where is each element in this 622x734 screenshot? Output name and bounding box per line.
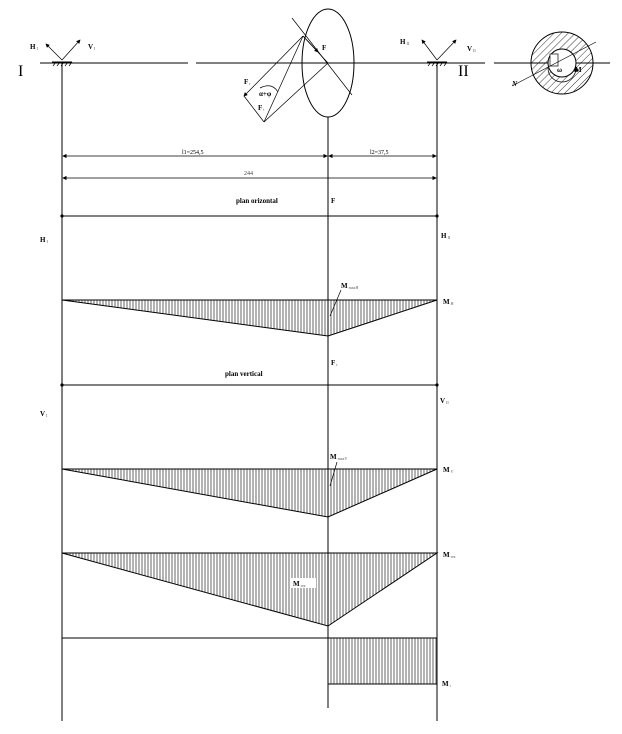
resultant-m-right-label: Mrez — [443, 551, 456, 559]
horizontal-plan-title: plan orizontal — [236, 197, 278, 205]
support-right-label: II — [458, 63, 469, 80]
vertical-mmax-label: MmaxV — [330, 453, 347, 461]
dim-l2: l2=37,5 — [370, 150, 389, 156]
horizontal-mh-label: MH — [443, 298, 454, 306]
h2-arrow — [421, 39, 438, 61]
moment-diagram-vertical — [61, 461, 438, 518]
h1-arrow — [45, 43, 63, 61]
vertical-v-right: VII — [440, 397, 449, 405]
section-n-label: N — [511, 80, 518, 88]
v2-arrow — [436, 39, 457, 61]
horizontal-mmax-label: MmaxH — [341, 282, 358, 290]
horizontal-force-label: F — [331, 197, 335, 205]
shaft-cross-section — [511, 31, 597, 95]
force-fr-label: Fr — [244, 78, 251, 86]
horizontal-h-right: HII — [441, 232, 451, 240]
h2-label: HII — [400, 38, 410, 46]
dim-l1: l1=254,5 — [182, 150, 204, 156]
torque-diagram — [327, 637, 438, 685]
angle-label: α+φ — [259, 90, 272, 98]
left-support — [45, 39, 81, 67]
vertical-mv-label: MV — [443, 466, 454, 474]
moment-diagram-resultant — [61, 552, 439, 627]
section-m-label: M — [575, 66, 582, 74]
section-w-label: ω — [557, 66, 562, 74]
h1-label: HI — [30, 43, 38, 51]
horizontal-h-left: HI — [40, 236, 48, 244]
force-f-label: F — [322, 44, 326, 52]
torque-label: Mt — [442, 680, 452, 688]
v2-label: VII — [467, 45, 476, 53]
resultant-m-label: Mrez — [293, 580, 306, 588]
dim-total: 244 — [244, 171, 253, 177]
support-left-label: I — [18, 63, 23, 80]
right-support — [421, 39, 457, 67]
vertical-plan-title: plan vertical — [225, 370, 263, 378]
v1-label: VI — [88, 43, 96, 51]
v1-arrow — [61, 39, 81, 61]
vertical-v-left: VI — [40, 410, 48, 418]
moment-diagram-horizontal — [61, 289, 438, 337]
vertical-force-label: Fr — [331, 359, 338, 367]
dimension-lines — [62, 153, 437, 181]
force-ft-label: Ft — [258, 104, 265, 112]
